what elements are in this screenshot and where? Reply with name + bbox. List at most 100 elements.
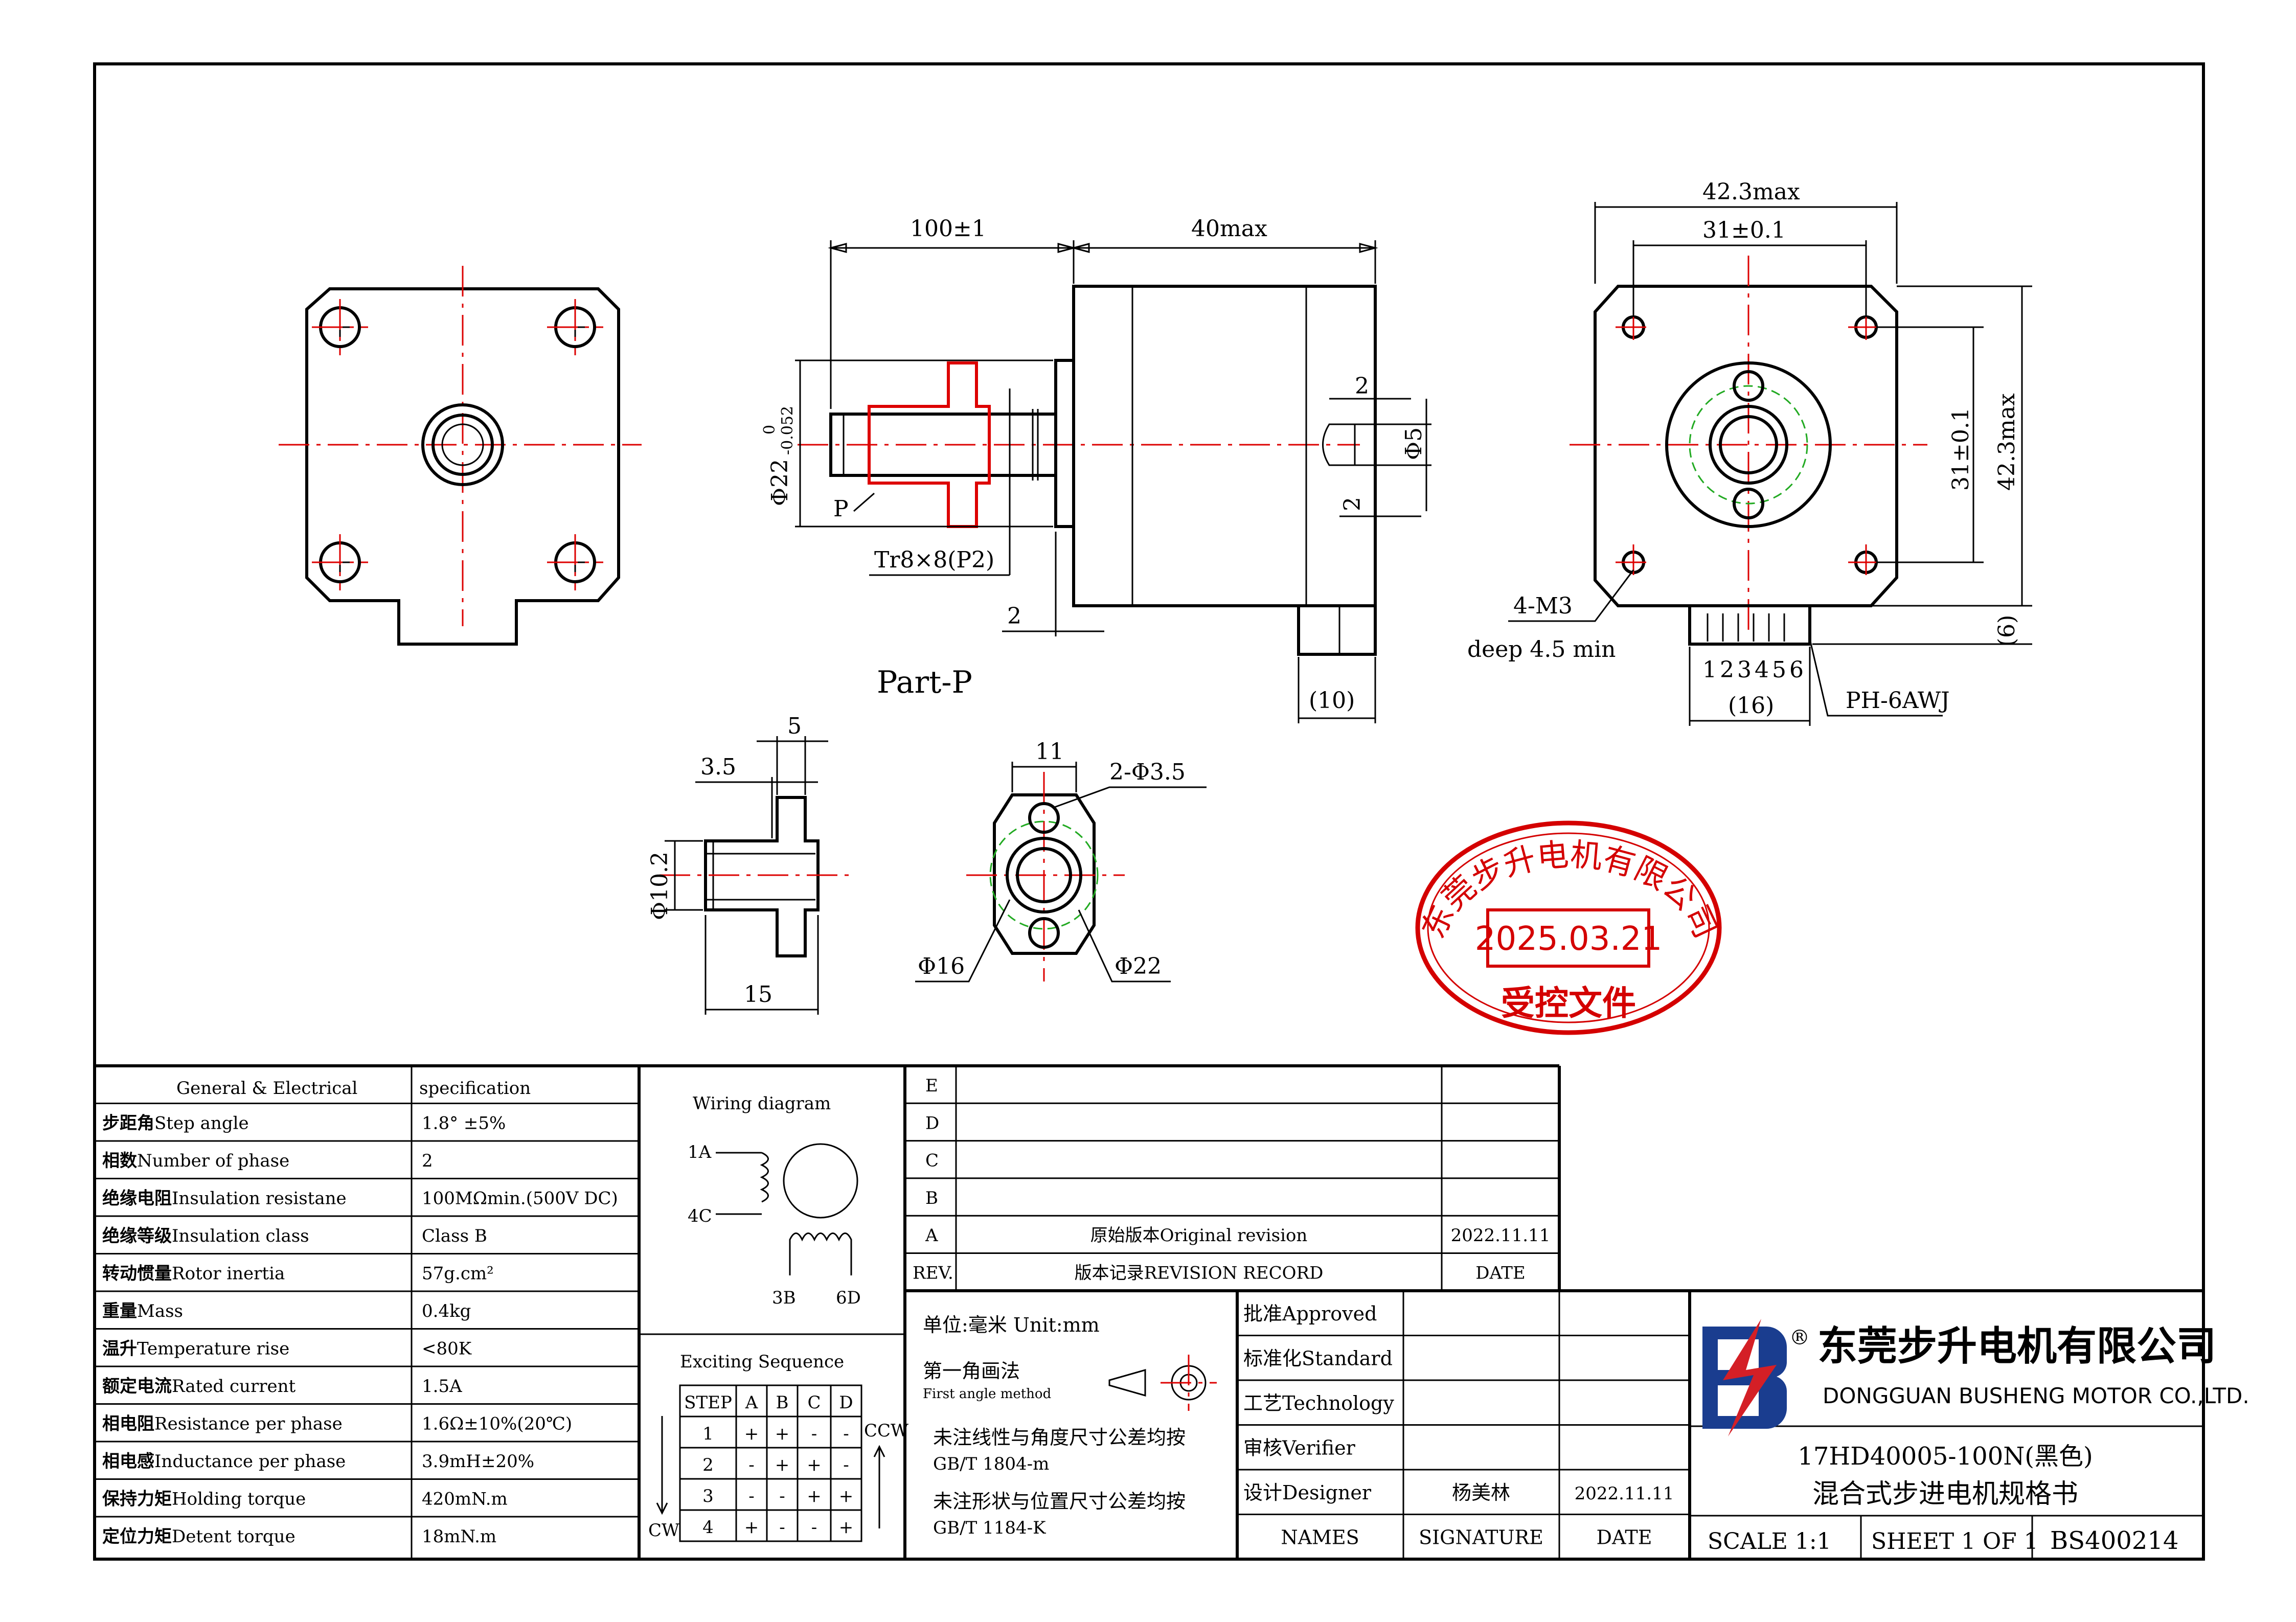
sequence-cell: + bbox=[775, 1424, 790, 1444]
sequence-cell: + bbox=[775, 1455, 790, 1475]
part-p-dia-10-2: Φ10.2 bbox=[647, 852, 673, 920]
revision-code: D bbox=[925, 1113, 939, 1133]
sequence-ccw: CCW bbox=[864, 1421, 908, 1441]
spec-value: 0.4kg bbox=[422, 1301, 471, 1321]
approval-role: 工艺Technology bbox=[1243, 1392, 1394, 1414]
spec-label: 步距角Step angle bbox=[102, 1113, 249, 1134]
spec-header-left: General & Electrical bbox=[176, 1078, 357, 1099]
sequence-cell: - bbox=[811, 1424, 817, 1444]
spec-value: 2 bbox=[422, 1151, 433, 1171]
spec-value: 18mN.m bbox=[422, 1526, 496, 1547]
front-view-right: 42.3max 31±0.1 31±0.1 42.3max (6) 4-M3 d… bbox=[1467, 179, 2032, 726]
spec-label-cn: 保持力矩 bbox=[102, 1489, 172, 1510]
wiring-label-6d: 6D bbox=[836, 1288, 861, 1308]
note-tol1-std: GB/T 1804-m bbox=[933, 1454, 1049, 1474]
part-p-holes: 2-Φ3.5 bbox=[1109, 759, 1186, 785]
revision-code: B bbox=[925, 1188, 938, 1208]
revision-code: E bbox=[925, 1076, 938, 1096]
dim-height-max: 42.3max bbox=[1994, 393, 2020, 491]
sequence-header: D bbox=[839, 1392, 853, 1413]
spec-label-en: Rated current bbox=[172, 1376, 295, 1397]
stamp-date: 2025.03.21 bbox=[1475, 920, 1662, 958]
spec-label-en: Detent torque bbox=[172, 1526, 295, 1547]
spec-label: 温升Temperature rise bbox=[102, 1339, 289, 1359]
part-p-nut-highlight bbox=[868, 361, 991, 528]
sequence-cell: + bbox=[807, 1486, 822, 1506]
right-mount-holes bbox=[1616, 309, 1884, 580]
registered-mark: ® bbox=[1789, 1326, 1810, 1350]
dim-rear-2b: 2 bbox=[1339, 497, 1366, 511]
spec-label-cn: 绝缘等级 bbox=[102, 1226, 172, 1246]
revision-code: C bbox=[925, 1151, 939, 1171]
revision-footer-desc: 版本记录REVISION RECORD bbox=[1075, 1263, 1324, 1284]
note-tol1-cn: 未注线性与角度尺寸公差均按 bbox=[933, 1426, 1186, 1449]
spec-label-en: Inductance per phase bbox=[154, 1451, 346, 1472]
spec-value: 1.6Ω±10%(20℃) bbox=[422, 1414, 572, 1434]
sequence-cell: - bbox=[779, 1517, 785, 1538]
approval-role: 批准Approved bbox=[1243, 1303, 1377, 1325]
spec-label: 绝缘电阻Insulation resistane bbox=[102, 1189, 347, 1209]
thread-callout: Tr8×8(P2) bbox=[874, 547, 994, 573]
note-angle-en: First angle method bbox=[923, 1386, 1051, 1402]
sequence-cell: + bbox=[807, 1455, 822, 1475]
spec-value: 1.5A bbox=[422, 1376, 462, 1397]
spec-label-cn: 温升 bbox=[102, 1339, 137, 1359]
approval-role: 标准化Standard bbox=[1243, 1347, 1393, 1370]
sequence-cell: 3 bbox=[702, 1486, 714, 1506]
spec-value: <80K bbox=[422, 1339, 472, 1359]
sequence-cell: 2 bbox=[702, 1455, 714, 1475]
sheet-border bbox=[93, 62, 2205, 1561]
wiring-label-3b: 3B bbox=[772, 1288, 796, 1308]
stamp-label: 受控文件 bbox=[1501, 984, 1636, 1023]
sequence-cell: - bbox=[748, 1455, 755, 1475]
dim-rear-2: 2 bbox=[1355, 373, 1369, 399]
callout-mount-holes: 4-M3 bbox=[1513, 593, 1573, 619]
sequence-cell: - bbox=[748, 1486, 755, 1506]
sequence-cell: - bbox=[779, 1486, 785, 1506]
part-p-title: Part-P bbox=[877, 665, 972, 700]
dim-body-length: 40max bbox=[1191, 216, 1267, 242]
spec-label-en: Holding torque bbox=[172, 1489, 306, 1510]
connector-pin-numbers: 123456 bbox=[1702, 657, 1807, 683]
spec-value: 3.9mH±20% bbox=[422, 1451, 534, 1472]
sequence-cell: 1 bbox=[702, 1424, 714, 1444]
wiring-label-1a: 1A bbox=[688, 1142, 712, 1162]
dim-width-max: 42.3max bbox=[1702, 179, 1800, 205]
spec-label: 相电感Inductance per phase bbox=[102, 1451, 346, 1472]
note-tol2-cn: 未注形状与位置尺寸公差均按 bbox=[933, 1490, 1186, 1513]
sequence-header: A bbox=[745, 1392, 758, 1413]
spec-value: 420mN.m bbox=[422, 1489, 508, 1510]
approval-footer-signature: SIGNATURE bbox=[1419, 1526, 1543, 1549]
spec-value: Class B bbox=[422, 1226, 487, 1246]
company-name-cn: 东莞步升电机有限公司 bbox=[1817, 1323, 2216, 1369]
dim-connector-len: (10) bbox=[1309, 688, 1355, 714]
model-number: 17HD40005-100N(黑色) bbox=[1798, 1442, 2093, 1471]
revision-desc: 原始版本Original revision bbox=[1090, 1225, 1308, 1246]
revision-code: A bbox=[925, 1225, 938, 1246]
dim-gap: 2 bbox=[1007, 603, 1021, 629]
spec-label: 额定电流Rated current bbox=[102, 1376, 295, 1397]
front-view-left bbox=[279, 266, 642, 646]
part-p-section: 5 3.5 Φ10.2 15 bbox=[647, 713, 849, 1015]
part-p-dim-11: 11 bbox=[1035, 739, 1064, 765]
part-p-dim-5: 5 bbox=[787, 713, 802, 739]
approval-signature: 杨美林 bbox=[1452, 1481, 1510, 1504]
spec-label-cn: 相电阻 bbox=[102, 1414, 154, 1434]
dim-hole-spacing: 31±0.1 bbox=[1702, 217, 1786, 243]
spec-label: 转动惯量Rotor inertia bbox=[102, 1264, 285, 1284]
dim-boss-tol-lower: -0.052 bbox=[779, 406, 797, 455]
sequence-cell: - bbox=[843, 1455, 849, 1475]
spec-label-en: Mass bbox=[137, 1301, 183, 1321]
spec-label: 重量Mass bbox=[102, 1301, 183, 1321]
spec-value: 100MΩmin.(500V DC) bbox=[422, 1189, 618, 1209]
sequence-cell: + bbox=[839, 1517, 854, 1538]
sequence-header: B bbox=[776, 1392, 789, 1413]
revision-date: 2022.11.11 bbox=[1451, 1225, 1551, 1246]
document-title: 混合式步进电机规格书 bbox=[1812, 1479, 2078, 1510]
spec-header-right: specification bbox=[419, 1078, 531, 1099]
spec-label-en: Temperature rise bbox=[137, 1339, 289, 1359]
spec-value: 1.8° ±5% bbox=[422, 1113, 506, 1134]
